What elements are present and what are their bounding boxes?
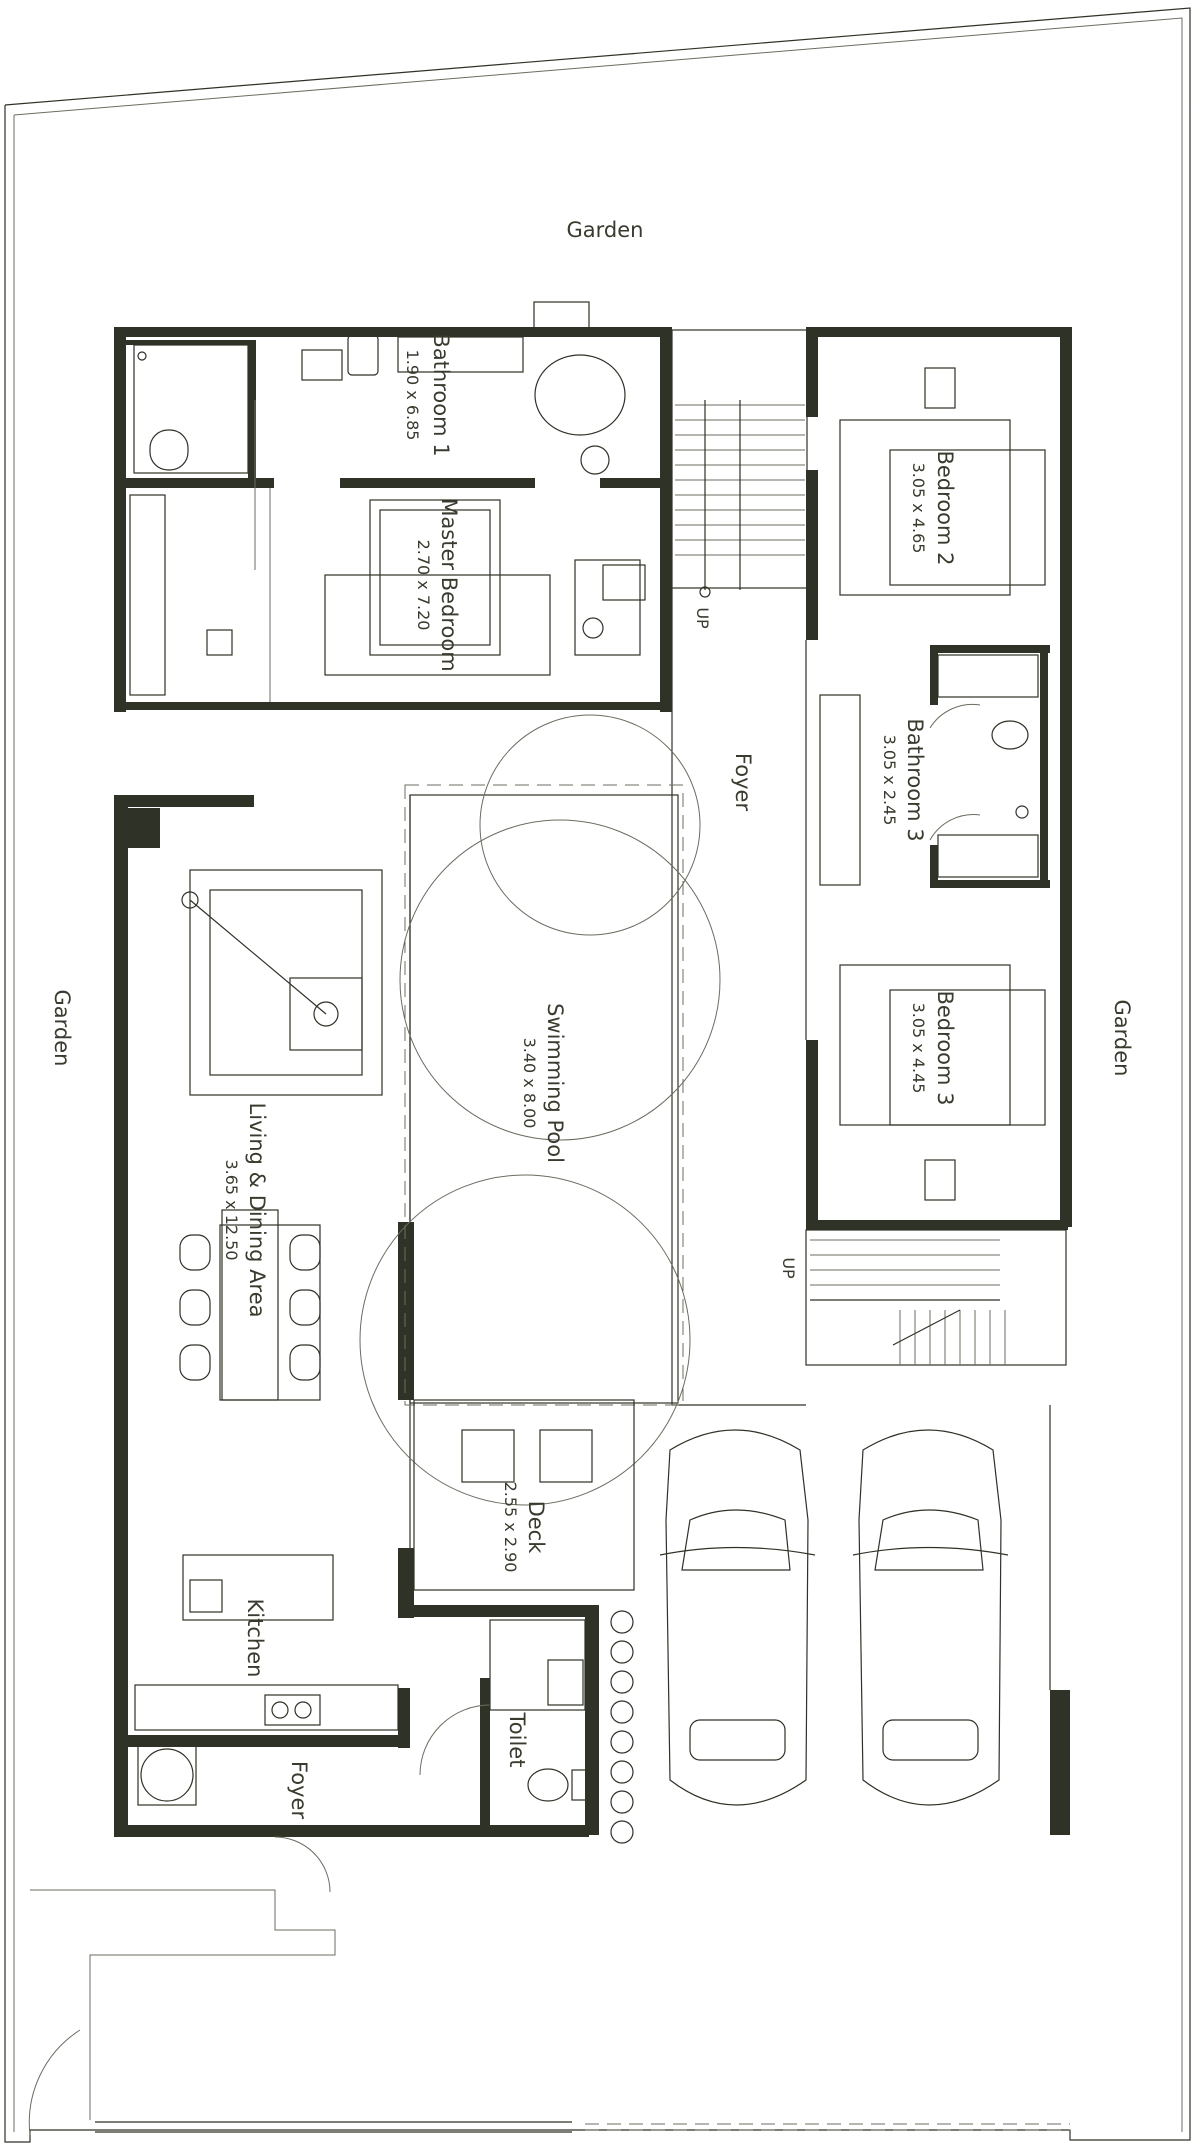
master-suite-walls xyxy=(114,301,672,712)
foyer-lower-label: Foyer xyxy=(287,1761,311,1820)
planter xyxy=(610,1610,634,1844)
bedrooms-walls xyxy=(806,327,1072,1230)
dining-table xyxy=(179,1209,321,1401)
toilet-name: Toilet xyxy=(505,1712,529,1768)
living-dining-dim: 3.65 x 12.50 xyxy=(222,1159,241,1260)
bathroom3-name: Bathroom 3 xyxy=(903,718,927,841)
swimming-pool xyxy=(359,714,721,1506)
up-label-1: UP xyxy=(693,607,712,629)
car-1 xyxy=(659,1429,816,1806)
master-bedroom-dim: 2.70 x 7.20 xyxy=(414,540,433,631)
car-2 xyxy=(852,1429,1009,1806)
master-bedroom-name: Master Bedroom xyxy=(437,498,461,671)
living-dining-name: Living & Dining Area xyxy=(245,1103,269,1318)
garden-right-label: Garden xyxy=(1110,1000,1134,1077)
up-label-2: UP xyxy=(779,1257,798,1279)
garden-top-label: Garden xyxy=(567,218,644,242)
bathroom1-dim: 1.90 x 6.85 xyxy=(403,350,422,441)
deck xyxy=(413,1399,635,1591)
swimming-pool-dim: 3.40 x 8.00 xyxy=(520,1038,539,1129)
deck-dim: 2.55 x 2.90 xyxy=(501,1482,520,1573)
bathroom1-name: Bathroom 1 xyxy=(429,333,453,456)
bedroom3-dim: 3.05 x 4.45 xyxy=(909,1003,928,1094)
site-boundary xyxy=(4,7,1191,2143)
upper-stair xyxy=(671,329,808,598)
garden-left-label: Garden xyxy=(50,990,74,1067)
foyer-upper-label: Foyer xyxy=(731,753,755,812)
bathroom3-dim: 3.05 x 2.45 xyxy=(880,735,899,826)
kitchen-name: Kitchen xyxy=(243,1599,267,1678)
deck-name: Deck xyxy=(524,1501,548,1555)
bedroom2-dim: 3.05 x 4.65 xyxy=(909,463,928,554)
living-walls xyxy=(114,795,1070,1893)
swimming-pool-name: Swimming Pool xyxy=(543,1003,567,1163)
lower-stair xyxy=(805,1229,1067,1366)
bedroom2-name: Bedroom 2 xyxy=(933,450,957,565)
bedroom3-name: Bedroom 3 xyxy=(933,990,957,1105)
foyer-corridor xyxy=(671,588,807,1406)
